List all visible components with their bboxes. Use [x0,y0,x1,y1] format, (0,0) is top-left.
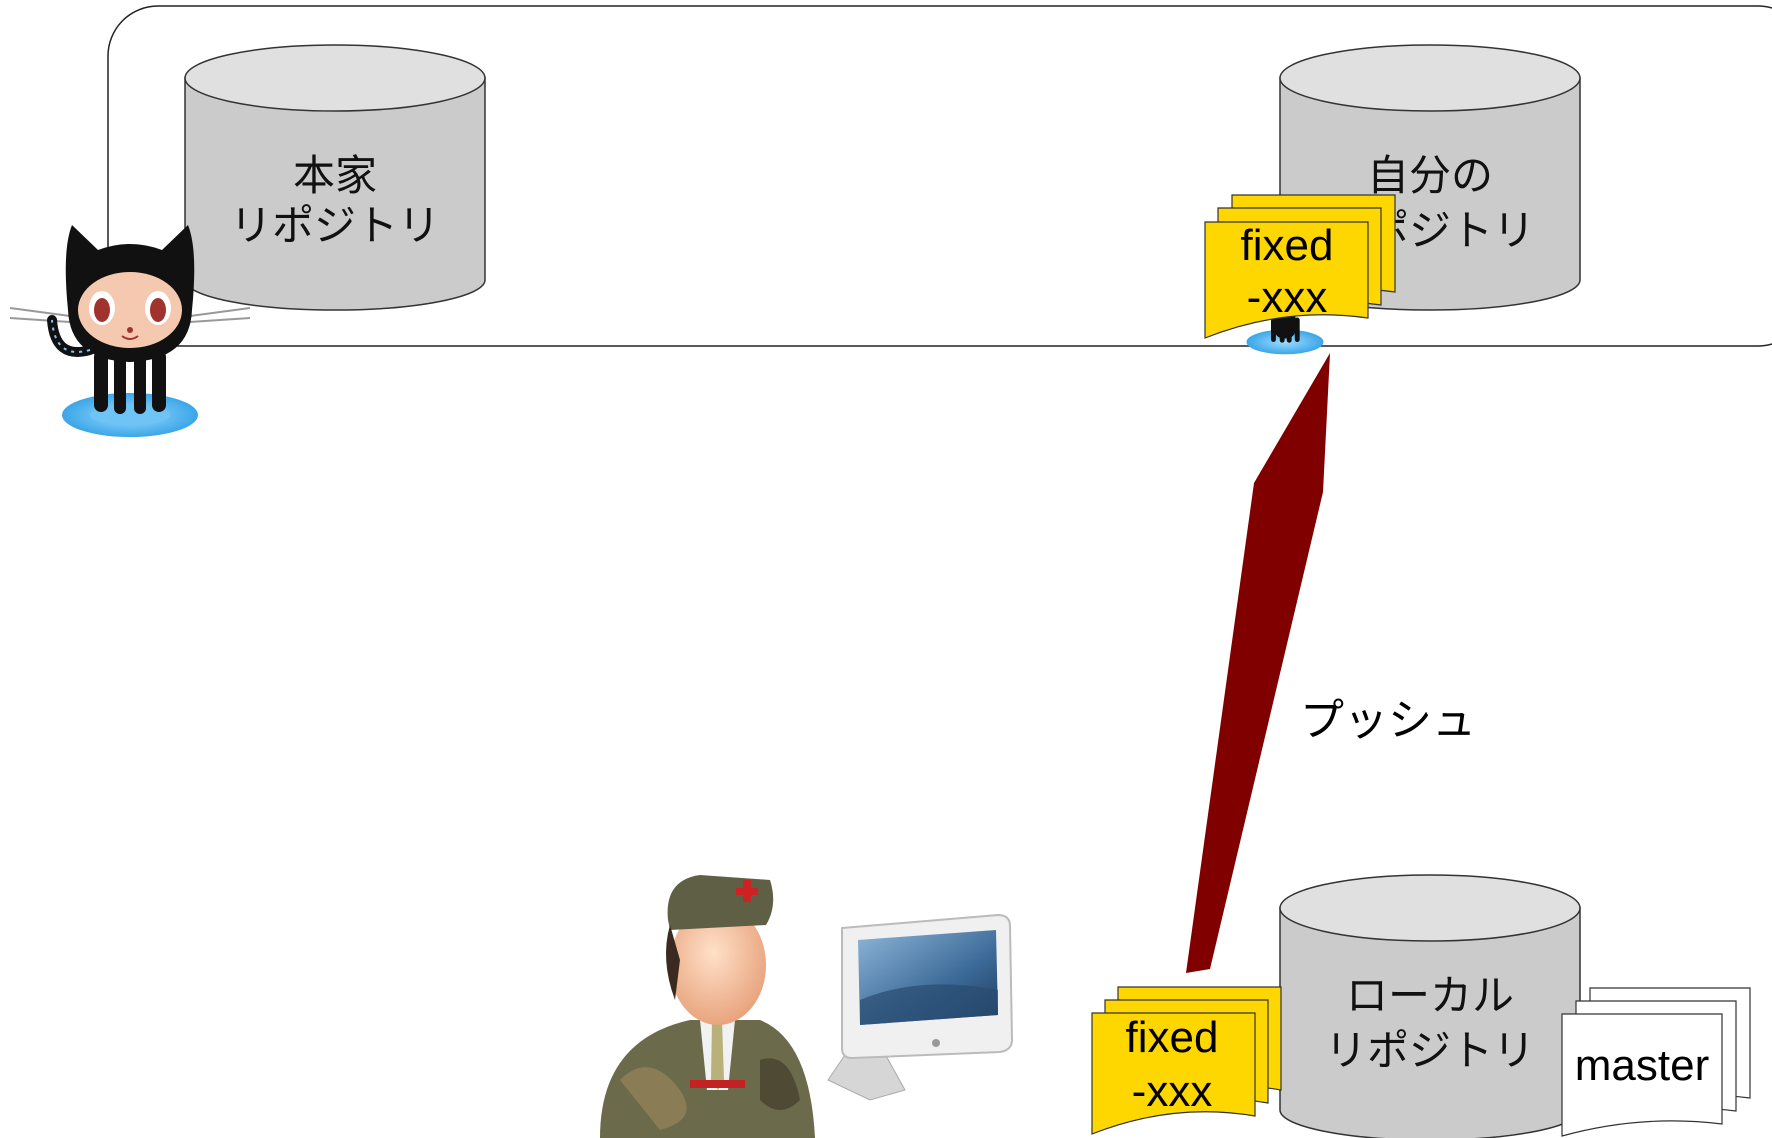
remote-fixed-branch: fixed -xxx [1204,194,1396,339]
remote-fixed-label-line1: fixed [1241,221,1334,270]
octocat-icon [9,225,251,437]
push-arrow [1186,353,1330,973]
imac-computer-icon [827,913,1014,1101]
github-container [107,5,1772,347]
local-repository: ローカル リポジトリ [1279,874,1581,1138]
upstream-repository: 本家 リポジトリ [184,44,486,311]
local-repo-label-line2: リポジトリ [1325,1026,1535,1075]
local-fixed-branch: fixed -xxx [1091,986,1282,1135]
local-fixed-label-line1: fixed [1126,1013,1219,1062]
upstream-repo-label-line1: 本家 [293,151,377,200]
local-repo-label-line1: ローカル [1346,971,1514,1020]
upstream-repo-label-line2: リポジトリ [230,201,440,250]
push-label: プッシュ [1300,695,1476,746]
soldier-user-icon [600,875,815,1138]
local-master-label: master [1575,1041,1709,1090]
local-master-branch: master [1561,987,1751,1137]
remote-fixed-label-line2: -xxx [1247,273,1328,322]
local-fixed-label-line2: -xxx [1132,1067,1213,1116]
my-repo-label-line1: 自分の [1367,151,1493,200]
